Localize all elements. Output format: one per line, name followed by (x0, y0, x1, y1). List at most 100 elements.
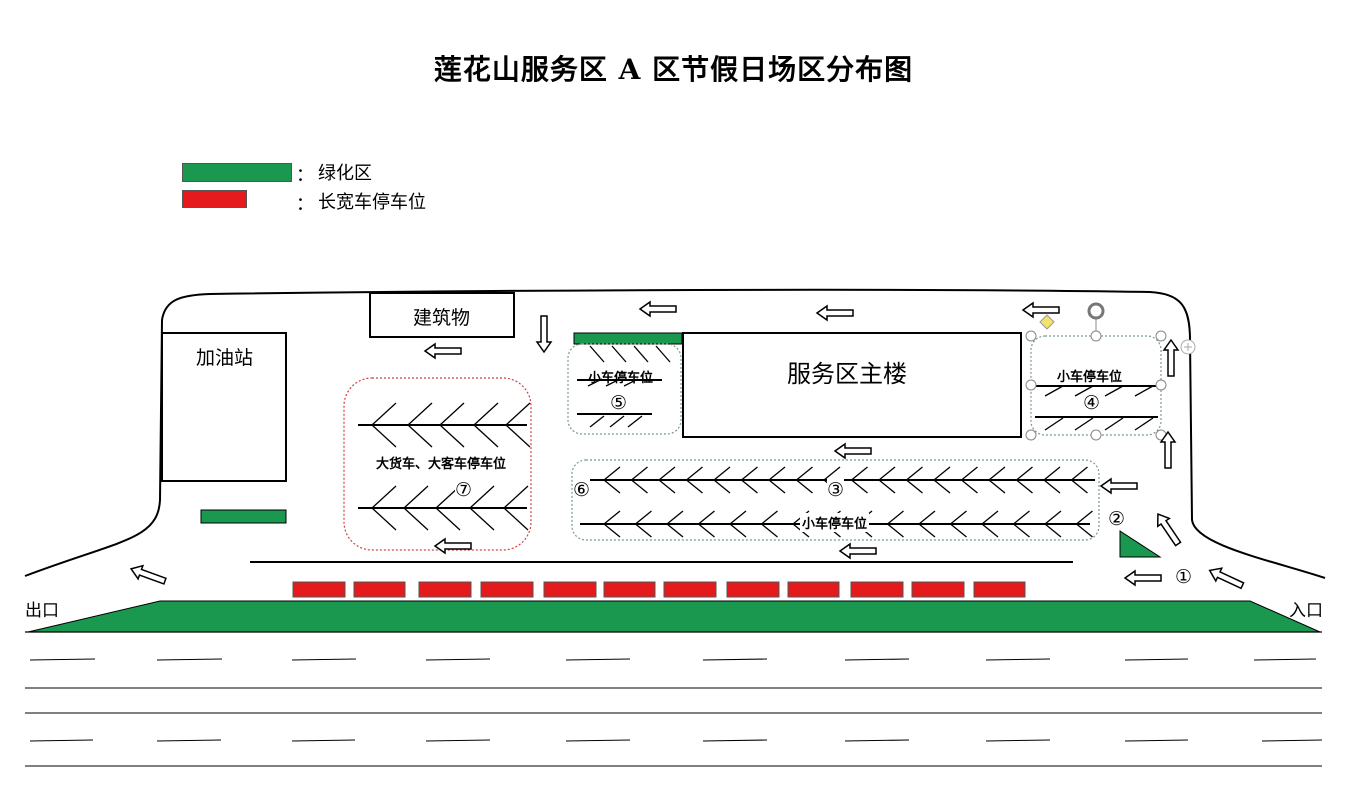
stall-line (768, 466, 786, 481)
arrow-icon (1159, 430, 1177, 469)
zone-2-number: ② (1108, 508, 1126, 530)
stall-line (605, 378, 621, 387)
stall-line (988, 479, 1006, 494)
stall-line (761, 510, 778, 525)
zone-7-number: ⑦ (455, 479, 473, 501)
stall-line (666, 510, 684, 525)
zone-3-border (571, 459, 1100, 541)
stall-line (796, 479, 813, 494)
stall-line (981, 510, 999, 525)
red-stall (787, 581, 840, 598)
diagram-title: 莲花山服务区 A 区节假日场区分布图 (433, 53, 914, 86)
stall-line (1044, 510, 1062, 525)
building-label: 建筑物 (413, 307, 471, 329)
stall-line (603, 510, 621, 525)
green-area-main (573, 332, 683, 345)
red-stall (850, 581, 904, 598)
stall-line (371, 485, 397, 509)
road-dash (985, 658, 1051, 661)
green-area-gas (200, 509, 287, 524)
stall-line (635, 523, 652, 538)
stall-line (1076, 510, 1093, 525)
arrow-icon (1156, 512, 1182, 547)
road-dash (156, 658, 223, 661)
stall-line (686, 466, 703, 481)
red-stall (911, 581, 965, 598)
stall-line (1071, 466, 1088, 481)
stall-line (371, 424, 397, 448)
arrow-icon (638, 300, 677, 318)
arrow-icon (535, 315, 553, 354)
zone-7-stalls (371, 402, 531, 531)
green-strip-road (27, 600, 1321, 633)
stall-line (698, 523, 715, 538)
rotate-handle-icon (1087, 302, 1105, 320)
red-stall (543, 581, 597, 598)
stall-line (407, 424, 433, 448)
stall-line (950, 523, 967, 538)
stall-line (473, 424, 499, 448)
stall-line (887, 523, 904, 538)
stall-line (658, 466, 676, 481)
zone-4-stalls (1044, 385, 1154, 431)
stall-line (1044, 523, 1062, 538)
stall-line (878, 479, 896, 494)
road-dash (29, 658, 96, 661)
stall-line (439, 402, 465, 426)
arrow-icon (423, 342, 462, 360)
road-dash (425, 658, 491, 661)
stall-line (768, 479, 786, 494)
stall-line (371, 507, 397, 531)
adjust-handle-icon (1039, 314, 1055, 330)
stall-line (796, 466, 813, 481)
stall-line (1044, 385, 1064, 397)
stall-line (878, 466, 896, 481)
stall-line (981, 523, 999, 538)
stall-line (603, 479, 621, 494)
legend-swatch-red (182, 190, 247, 208)
stall-line (631, 479, 648, 494)
stall-line (407, 402, 433, 426)
road-dash (1261, 739, 1323, 742)
stall-line (627, 415, 643, 428)
stall-line (918, 510, 936, 525)
road-dash (156, 739, 222, 742)
zone-5-label: 小车停车位 (588, 371, 654, 386)
arrow-icon (815, 304, 854, 322)
arrow-icon (1021, 301, 1060, 319)
arrow-icon (833, 442, 872, 460)
stall-line (1134, 385, 1154, 397)
gas-station-label: 加油站 (196, 347, 254, 369)
arrow-icon (1123, 569, 1162, 587)
arrow-icon (433, 537, 472, 555)
legend-label-red: 长宽车停车位 (318, 192, 426, 213)
stall-line (1013, 510, 1030, 525)
legend-label-green: 绿化区 (318, 163, 372, 184)
stall-line (655, 345, 671, 363)
stall-line (505, 424, 531, 448)
stall-line (851, 466, 868, 481)
stall-line (666, 523, 684, 538)
zone-5-stalls (587, 345, 671, 428)
red-stall (973, 581, 1026, 598)
stall-line (587, 378, 603, 387)
stall-line (906, 479, 923, 494)
zone-7-label: 大货车、大客车停车位 (376, 457, 507, 472)
stall-line (1071, 479, 1088, 494)
road-dash (702, 658, 768, 661)
stall-line (589, 345, 605, 363)
stall-line (950, 510, 967, 525)
stall-line (603, 523, 621, 538)
stall-line (623, 378, 639, 387)
arrow-icon (838, 542, 877, 560)
road-dashes-upper (29, 658, 1317, 661)
stall-line (1043, 479, 1061, 494)
stall-line (439, 424, 465, 448)
road-dash (1124, 658, 1189, 661)
zone-7-border (343, 377, 532, 551)
stall-line (633, 345, 649, 363)
stall-line (473, 402, 499, 426)
stall-line (658, 479, 676, 494)
stall-line (589, 415, 605, 428)
